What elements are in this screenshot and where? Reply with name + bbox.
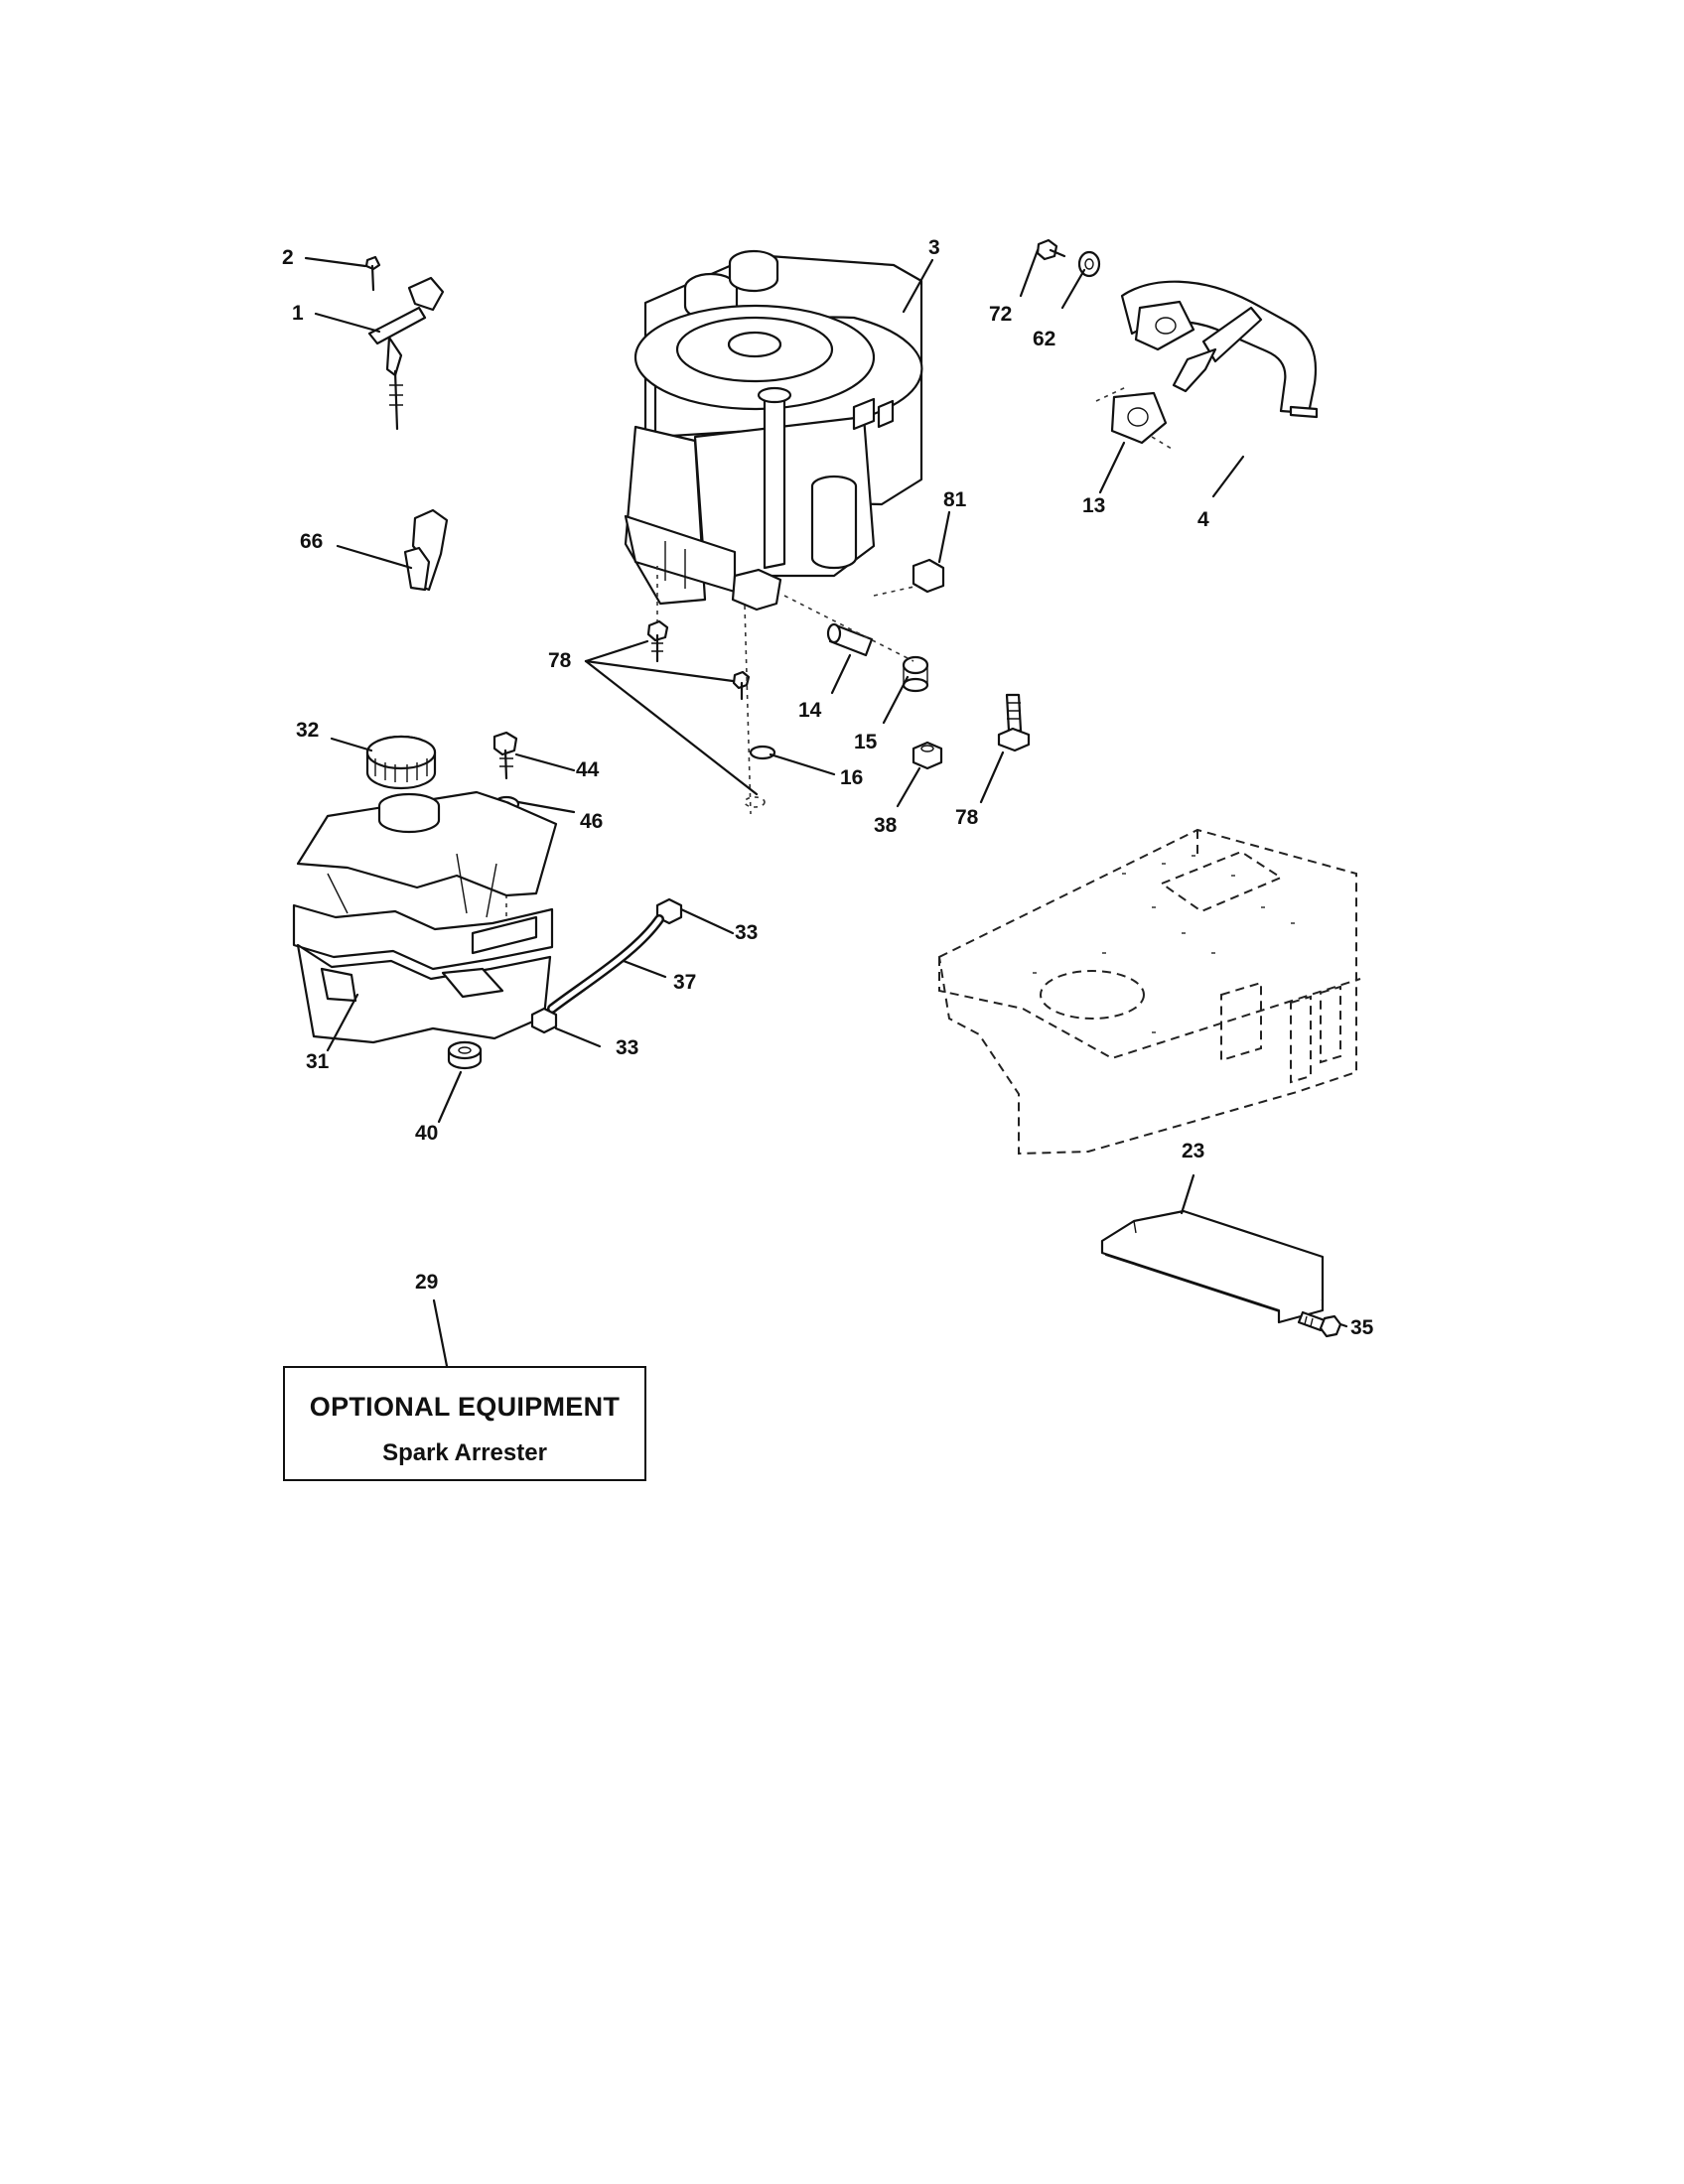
callout-32: 32 [296, 719, 319, 742]
part-15-washer [902, 655, 929, 693]
callout-37: 37 [673, 971, 696, 994]
callout-33-upper: 33 [735, 921, 758, 944]
callout-14: 14 [798, 699, 822, 722]
callout-72: 72 [989, 303, 1012, 326]
part-14-spacer [826, 622, 874, 657]
callout-46: 46 [580, 810, 603, 833]
callout-81: 81 [943, 488, 967, 511]
part-38-nut [912, 741, 943, 770]
callout-13: 13 [1082, 494, 1105, 517]
callout-78-left: 78 [548, 649, 572, 672]
chassis-frame-reference [937, 828, 1361, 1156]
callout-78-right: 78 [955, 806, 979, 829]
part-35-screw [1297, 1310, 1342, 1338]
callout-23: 23 [1182, 1140, 1204, 1162]
callout-40: 40 [415, 1122, 438, 1145]
spark-arrester-label: Spark Arrester [382, 1439, 547, 1466]
throttle-control-part [364, 255, 445, 431]
muffler-part [1120, 280, 1319, 419]
part-40-grommet [447, 1040, 483, 1070]
part-44-screw [492, 731, 518, 780]
callout-44: 44 [576, 758, 600, 781]
callout-15: 15 [854, 731, 878, 753]
callout-66: 66 [300, 530, 323, 553]
part-37-fuel-line [547, 914, 664, 1014]
fuel-tank-part [292, 790, 558, 1044]
callout-2: 2 [282, 246, 294, 269]
callout-3: 3 [928, 236, 940, 259]
callout-16: 16 [840, 766, 863, 789]
part-13-gasket [1095, 386, 1173, 450]
part-72-bolt [1036, 238, 1066, 261]
part-78-bolt-center [732, 605, 752, 815]
callout-29: 29 [415, 1271, 438, 1294]
part-16-washer [744, 745, 776, 808]
part-32-fuel-cap [365, 735, 437, 790]
part-78-bolt-left [646, 566, 669, 663]
callout-4: 4 [1197, 508, 1209, 531]
part-78-bolt-right [997, 693, 1031, 752]
part-66-bracket [403, 508, 449, 592]
part-33-clamp-lower [530, 1007, 558, 1034]
callout-31: 31 [306, 1050, 330, 1073]
callout-labels: 2 1 3 72 62 81 13 4 66 78 14 15 16 38 78… [282, 236, 1374, 1339]
optional-equipment-title: OPTIONAL EQUIPMENT [309, 1392, 621, 1422]
callout-1: 1 [292, 302, 304, 325]
callout-33-lower: 33 [616, 1036, 638, 1059]
optional-equipment-box: OPTIONAL EQUIPMENT Spark Arrester [283, 1366, 646, 1481]
part-23-heat-shield [1100, 1209, 1325, 1324]
engine-part [624, 249, 923, 612]
callout-62: 62 [1033, 328, 1055, 350]
leader-lines [304, 248, 1348, 1368]
callout-35: 35 [1350, 1316, 1374, 1339]
part-81-nut [912, 558, 945, 594]
callout-38: 38 [874, 814, 898, 837]
